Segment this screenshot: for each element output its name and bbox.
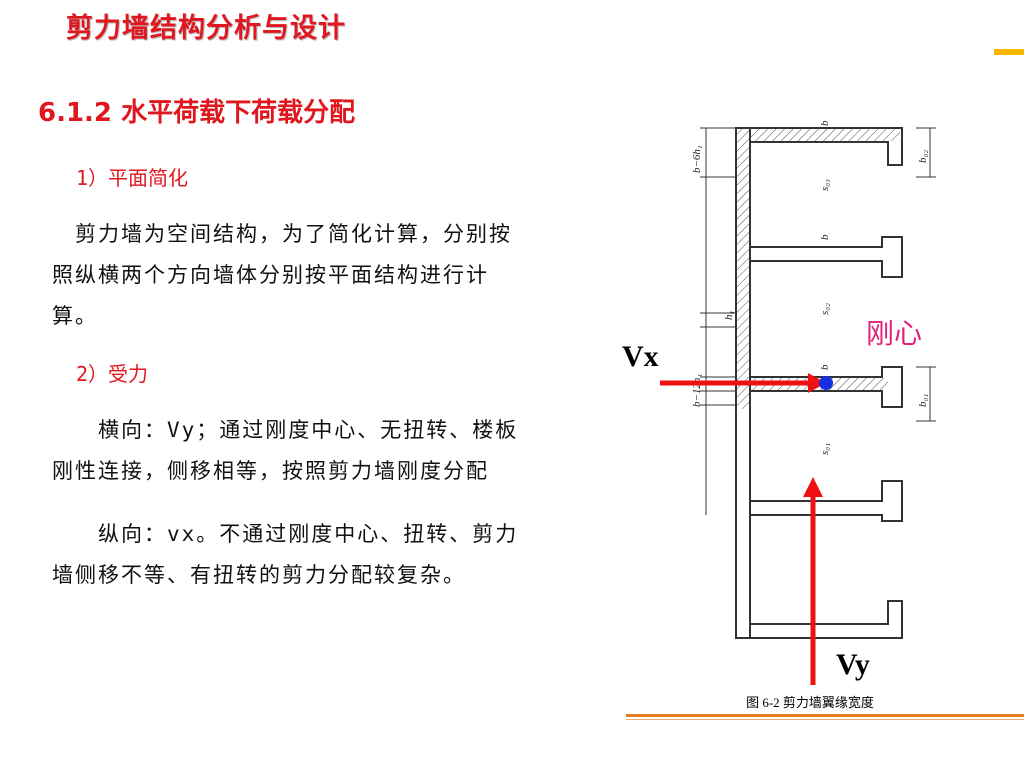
- footer-rule-thin: [626, 719, 1024, 720]
- dim-label-b6h1: b−6h₁: [691, 145, 703, 173]
- dim-label-b-top: b: [819, 120, 831, 126]
- paragraph-transverse: 横向：Vy；通过刚度中心、无扭转、楼板 刚性连接，侧移相等，按照剪力墙刚度分配: [52, 410, 642, 492]
- text-line: 纵向：vx。不通过刚度中心、扭转、剪力: [52, 522, 519, 546]
- hatched-region: [737, 129, 749, 409]
- text-line: 照纵横两个方向墙体分别按平面结构进行计: [52, 263, 489, 287]
- top-flange: [736, 127, 903, 166]
- bottom-flange: [736, 600, 903, 639]
- rigid-center-label: 刚心: [866, 317, 923, 350]
- hatched-top: [750, 129, 900, 141]
- dim-label-s03: s₀₃: [819, 179, 831, 191]
- subheading-forces: 2）受力: [76, 362, 149, 386]
- dim-label-b-3: b: [819, 364, 831, 370]
- vx-arrow: [660, 373, 826, 393]
- paragraph-longitudinal: 纵向：vx。不通过刚度中心、扭转、剪力 墙侧移不等、有扭转的剪力分配较复杂。: [52, 514, 642, 596]
- cross-wall-1: [750, 236, 903, 278]
- subheading-plane-simplification: 1）平面简化: [76, 166, 189, 190]
- cross-wall-2: [750, 366, 903, 408]
- text-line: 横向：Vy；通过刚度中心、无扭转、楼板: [52, 418, 519, 442]
- rigid-center-dot: [819, 376, 833, 390]
- vy-arrow: [803, 477, 823, 685]
- footer-rule: [626, 714, 1024, 717]
- dim-label-b12h1: b−12h₁: [691, 374, 703, 407]
- paragraph-plane-simplification: 剪力墙为空间结构，为了简化计算，分别按 照纵横两个方向墙体分别按平面结构进行计 …: [52, 214, 642, 337]
- page-title: 剪力墙结构分析与设计: [66, 13, 346, 44]
- dim-label-s02: s₀₂: [819, 303, 831, 315]
- dim-label-s01: s₀₁: [819, 443, 831, 455]
- text-line: 剪力墙为空间结构，为了简化计算，分别按: [52, 222, 512, 246]
- text-line: 墙侧移不等、有扭转的剪力分配较复杂。: [52, 563, 466, 587]
- dim-label-b01: b₀₁: [917, 394, 929, 407]
- vx-label: Vx: [622, 340, 659, 373]
- text-line: 算。: [52, 304, 98, 328]
- section-heading: 6.1.2 水平荷载下荷载分配: [38, 98, 356, 128]
- vy-label: Vy: [836, 648, 870, 681]
- accent-bar: [994, 49, 1024, 55]
- figure-caption: 图 6-2 剪力墙翼缘宽度: [746, 695, 874, 710]
- dim-label-b-2: b: [819, 234, 831, 240]
- shear-wall-plan-diagram: b−6h₁ h₁ b−12h₁ b b b s₀₃ s₀₂ s₀₁ b₀₂ b₀…: [660, 120, 936, 685]
- text-line: 刚性连接，侧移相等，按照剪力墙刚度分配: [52, 459, 489, 483]
- cross-wall-3: [750, 480, 903, 522]
- dim-label-b02: b₀₂: [917, 150, 929, 163]
- dim-label-h1: h₁: [723, 311, 735, 321]
